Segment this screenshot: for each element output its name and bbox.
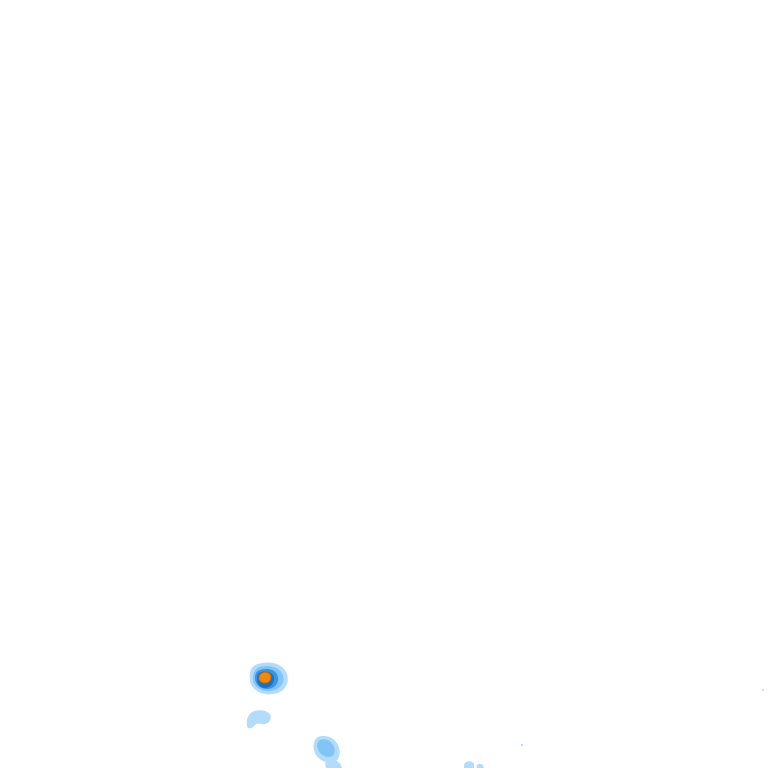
cell-3-tail <box>325 759 342 768</box>
cell-3-mid <box>316 739 335 757</box>
precipitation-cell-5 <box>520 743 524 747</box>
cell-4-fragment <box>476 763 484 768</box>
cell-1-peak <box>258 671 272 684</box>
precipitation-cell-4 <box>464 761 484 768</box>
cell-5-speck <box>520 743 524 747</box>
precipitation-cell-6 <box>762 689 764 691</box>
precipitation-cell-2 <box>246 710 271 729</box>
cell-4-outer <box>464 761 474 768</box>
precipitation-cell-1 <box>249 662 288 695</box>
cell-2-outer <box>246 710 271 729</box>
precipitation-cell-3 <box>313 735 342 768</box>
cell-6-speck <box>762 689 764 691</box>
